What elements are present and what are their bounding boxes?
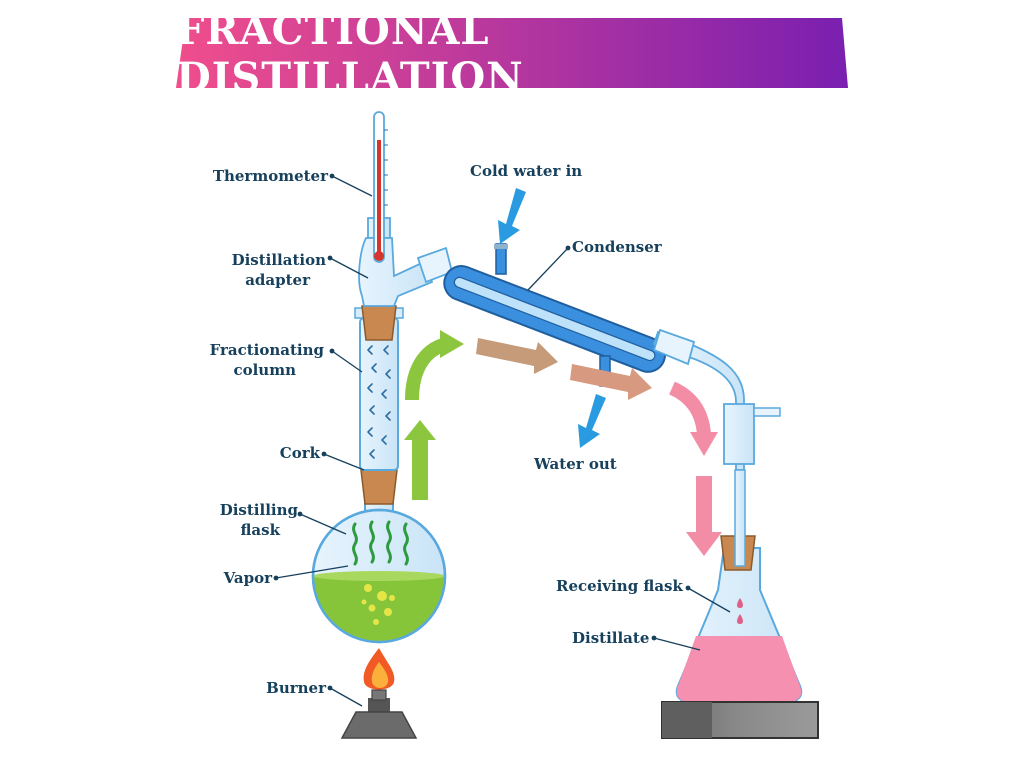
condenser (443, 243, 666, 387)
label-vapor: Vapor (223, 569, 272, 587)
thermometer (373, 111, 388, 263)
bubbles (361, 584, 395, 625)
page-title: FRACTIONAL DISTILLATION (176, 7, 524, 101)
label-distillate: Distillate (572, 629, 650, 647)
flame-icon (363, 648, 395, 690)
pink-arrow-curve (668, 381, 718, 456)
label-receiving-flask: Receiving flask (556, 577, 683, 595)
label-flask-line1: Distilling (219, 501, 298, 519)
label-cork: Cork (279, 444, 320, 462)
label-adapter-line2: adapter (245, 271, 310, 289)
upper-cork (361, 305, 397, 341)
distilling-flask (311, 469, 447, 644)
pink-arrow-down (686, 476, 722, 556)
leader-lines (275, 175, 731, 707)
label-water-out: Water out (534, 455, 617, 473)
water-in-arrow-icon (498, 188, 526, 244)
label-adapter-line1: Distillation (231, 251, 326, 269)
water-out-arrow-icon (578, 394, 606, 448)
tan-arrow-1 (476, 338, 558, 374)
label-column-line2: column (233, 361, 296, 379)
tan-arrow-2 (570, 364, 652, 400)
label-cold-water-in: Cold water in (470, 162, 583, 180)
lower-cork (360, 469, 398, 505)
receiver-adapter (652, 328, 781, 471)
label-column-line1: Fractionating (209, 341, 324, 359)
green-arrow-up (404, 420, 436, 500)
title-banner (176, 18, 848, 88)
burner (340, 689, 418, 739)
receiving-flask (675, 469, 803, 703)
green-arrow-curve (405, 330, 464, 401)
leader-dots (273, 173, 691, 691)
vapor-waves (352, 520, 409, 566)
label-condenser: Condenser (572, 238, 662, 256)
distillation-adapter (358, 217, 454, 307)
label-flask-line2: flask (240, 521, 280, 539)
label-burner: Burner (266, 679, 326, 697)
label-thermometer: Thermometer (212, 167, 328, 185)
lab-stand (661, 701, 819, 739)
